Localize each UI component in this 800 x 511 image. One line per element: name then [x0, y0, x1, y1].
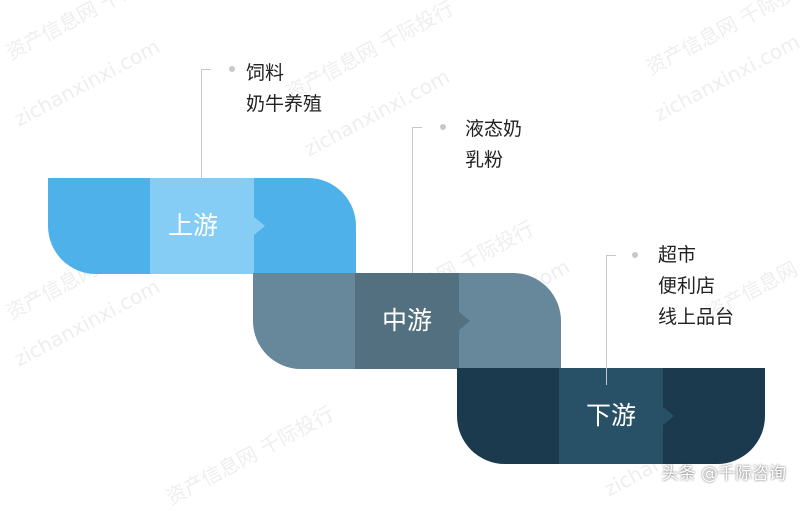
midstream-center-segment [355, 273, 459, 369]
downstream-right-segment [663, 368, 765, 464]
upstream-item: 饲料 [246, 62, 285, 84]
upstream-callout-line [201, 69, 202, 178]
upstream-right-segment [254, 178, 356, 274]
downstream-left-segment [457, 368, 559, 464]
downstream-band [457, 368, 765, 464]
midstream-arrow-icon [459, 312, 470, 330]
midstream-items: 液态奶 乳粉 [465, 114, 522, 176]
downstream-callout-line [606, 255, 607, 385]
upstream-band [48, 178, 356, 274]
midstream-item: 液态奶 [465, 118, 523, 140]
upstream-item: 奶牛养殖 [246, 93, 323, 115]
upstream-arrow-icon [254, 217, 265, 235]
midstream-band [253, 273, 561, 369]
downstream-item: 便利店 [658, 275, 716, 297]
upstream-left-segment [48, 178, 150, 274]
midstream-callout-dot [440, 124, 446, 130]
upstream-center-segment [150, 178, 254, 274]
downstream-arrow-icon [663, 407, 674, 425]
midstream-callout-tick [412, 127, 422, 128]
midstream-right-segment [459, 273, 561, 369]
downstream-item: 线上品台 [658, 306, 735, 328]
downstream-center-segment [559, 368, 663, 464]
upstream-callout-dot [229, 66, 235, 72]
midstream-item: 乳粉 [465, 149, 504, 171]
upstream-callout-tick [201, 69, 211, 70]
upstream-items: 饲料 奶牛养殖 [246, 58, 322, 120]
downstream-item: 超市 [658, 244, 697, 266]
downstream-callout-dot [632, 252, 638, 258]
downstream-items: 超市 便利店 线上品台 [658, 240, 734, 333]
midstream-label: 中游 [381, 306, 432, 335]
midstream-left-segment [253, 273, 355, 369]
upstream-label: 上游 [167, 211, 218, 240]
downstream-callout-tick [606, 255, 616, 256]
credit-watermark: 头条 @千际咨询 [661, 464, 786, 484]
midstream-callout-line [412, 127, 413, 273]
downstream-label: 下游 [585, 401, 636, 430]
watermark: 资产信息网 千际投行 [161, 401, 338, 510]
